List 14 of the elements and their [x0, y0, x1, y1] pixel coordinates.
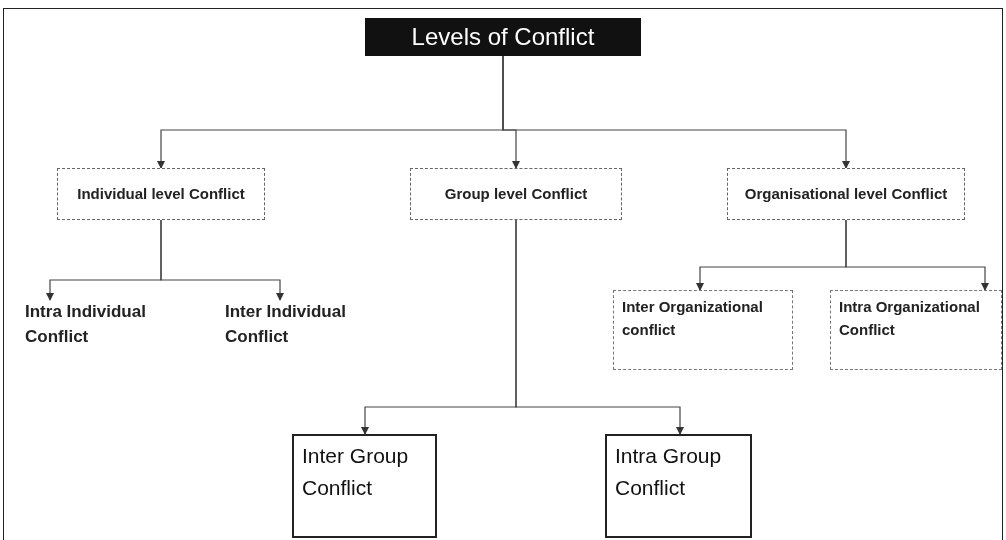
node-text: Intra Individual Conflict: [25, 300, 165, 380]
category-box: Organisational level Conflict: [727, 168, 965, 220]
category-box: Intra Group Conflict: [605, 434, 752, 538]
category-box: Group level Conflict: [410, 168, 622, 220]
connector-arrow: [845, 219, 989, 291]
category-box: Intra Organizational Conflict: [830, 290, 1002, 370]
category-box: Individual level Conflict: [57, 168, 265, 220]
connector-arrow: [160, 219, 284, 301]
node-text: Inter Individual Conflict: [225, 300, 365, 380]
category-box: Inter Group Conflict: [292, 434, 437, 538]
title-box: Levels of Conflict: [365, 18, 641, 56]
connector-arrow: [502, 55, 850, 169]
connector-arrow: [515, 219, 684, 435]
category-box: Inter Organizational conflict: [613, 290, 793, 370]
